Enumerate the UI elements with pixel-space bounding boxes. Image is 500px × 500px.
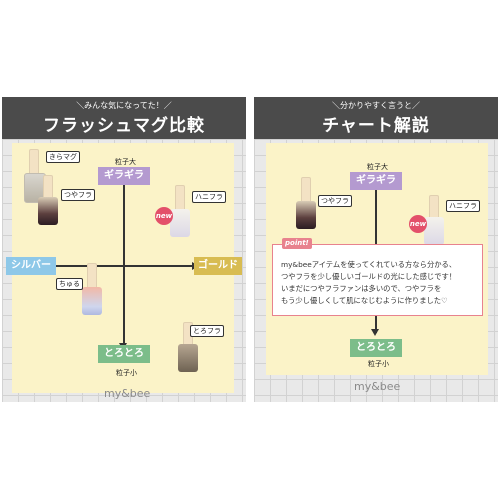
axis-tag-toro: とろとろ: [350, 339, 402, 357]
axis-tag-gold: ゴールド: [194, 257, 242, 275]
product-bottle-churu: [82, 263, 102, 315]
particle-small-note: 粒子小: [368, 360, 389, 368]
panel-title: フラッシュマグ比較: [43, 116, 205, 136]
product-label: つやフラ: [318, 195, 352, 207]
panel-subtitle: ＼分かりやすく言うと／: [332, 101, 420, 110]
product-label: ハニフラ: [192, 191, 226, 203]
axis-tag-toro: とろとろ: [98, 345, 150, 363]
point-box: my&beeアイテムを使ってくれている方なら分かる、 つやフラを少し優しいゴール…: [272, 244, 483, 316]
new-badge: new: [409, 215, 427, 233]
point-line: もう少し優しくして肌になじむように作りました♡: [281, 296, 448, 305]
product-label: ちゅる: [56, 278, 83, 290]
particle-large-note: 粒子大: [367, 163, 388, 171]
chart-panel-left: ＼みんな気になってた！／ フラッシュマグ比較 粒子大 ギラギラ とろとろ 粒子小…: [2, 97, 246, 402]
axis-tag-silver: シルバー: [6, 257, 56, 275]
arrow-down-icon: [371, 329, 379, 336]
brand-logo: my&bee: [104, 387, 151, 400]
panel-header: ＼みんな気になってた！／ フラッシュマグ比較: [2, 97, 246, 139]
point-line: つやフラを少し優しいゴールドの光にした感じです！: [281, 272, 457, 281]
product-bottle-tsuyafura: [38, 175, 58, 225]
panel-title: チャート解説: [322, 116, 430, 136]
point-line: my&beeアイテムを使ってくれている方なら分かる、: [281, 260, 457, 269]
point-text: my&beeアイテムを使ってくれている方なら分かる、 つやフラを少し優しいゴール…: [281, 259, 477, 307]
panel-subtitle: ＼みんな気になってた！／: [76, 101, 172, 110]
particle-small-note: 粒子小: [116, 369, 137, 377]
product-bottle-hanifura: [170, 185, 190, 237]
axis-tag-gira: ギラギラ: [98, 167, 150, 185]
panel-header: ＼分かりやすく言うと／ チャート解説: [254, 97, 498, 139]
product-bottle-tsuyafura: [296, 177, 316, 229]
product-bottle-hanifura: [424, 195, 444, 245]
product-label: つやフラ: [61, 189, 95, 201]
horizontal-axis: [54, 265, 194, 267]
point-line: いまだにつやフラファンは多いので、つやフラを: [281, 284, 442, 293]
particle-large-note: 粒子大: [115, 158, 136, 166]
brand-logo: my&bee: [354, 380, 401, 393]
point-tag: point!: [282, 238, 312, 249]
product-label: きらマグ: [46, 151, 80, 163]
chart-panel-right: ＼分かりやすく言うと／ チャート解説 粒子大 ギラギラ とろとろ 粒子小 つやフ…: [254, 97, 498, 402]
product-label: とろフラ: [190, 325, 224, 337]
new-badge: new: [155, 207, 173, 225]
vertical-axis: [123, 183, 125, 345]
product-label: ハニフラ: [446, 200, 480, 212]
axis-tag-gira: ギラギラ: [350, 172, 402, 190]
